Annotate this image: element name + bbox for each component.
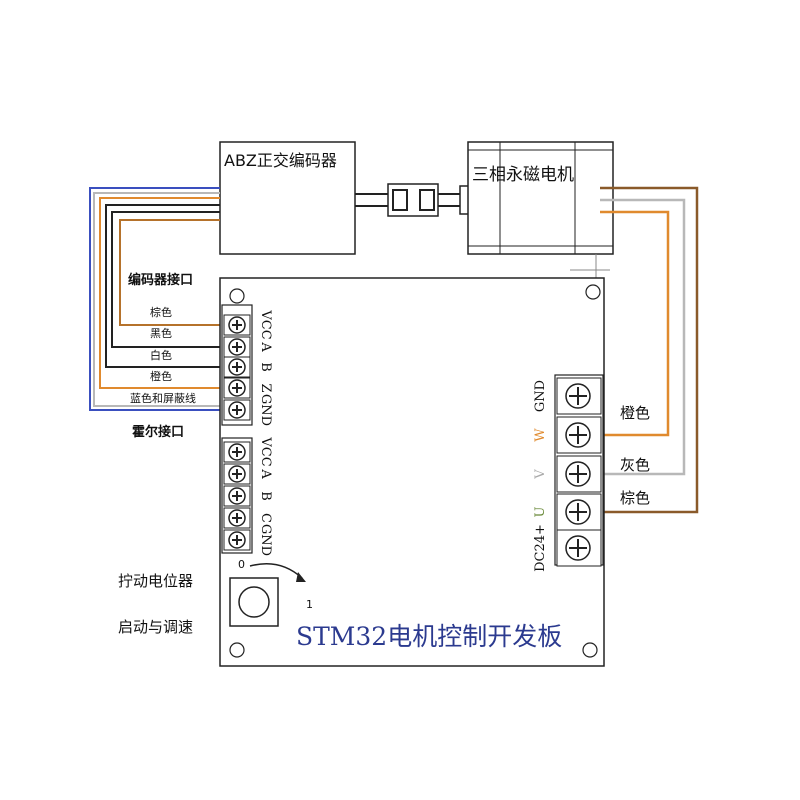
terminal-screw bbox=[565, 422, 591, 448]
terminal-screw bbox=[228, 338, 246, 356]
mount-hole bbox=[582, 642, 598, 658]
hall-pin-label: C bbox=[258, 513, 273, 523]
encoder-pin-label: GND bbox=[258, 394, 273, 426]
terminal-screw bbox=[228, 379, 246, 397]
encoder-wire-name: 蓝色和屏蔽线 bbox=[130, 391, 196, 405]
terminal-screw bbox=[228, 358, 246, 376]
mount-hole bbox=[229, 288, 245, 304]
terminal-screw bbox=[228, 465, 246, 483]
terminal-screw bbox=[228, 509, 246, 527]
motor-title: 三相永磁电机 bbox=[472, 165, 574, 185]
power-pin-label: DC24+ bbox=[533, 524, 548, 572]
hall-pin-label: VCC bbox=[258, 436, 273, 466]
control-board bbox=[219, 277, 605, 667]
encoder-title: ABZ正交编码器 bbox=[224, 151, 337, 170]
start-label: 启动与调速 bbox=[118, 618, 193, 636]
rotation-arrow-head bbox=[296, 572, 306, 582]
motor-wire-name: 灰色 bbox=[620, 456, 650, 474]
mount-hole bbox=[229, 642, 245, 658]
board-title: STM32电机控制开发板 bbox=[296, 622, 562, 651]
power-terminal-block bbox=[554, 374, 604, 567]
motor-cable bbox=[600, 186, 699, 514]
encoder-wire-name: 橙色 bbox=[150, 369, 172, 383]
potentiometer-knob[interactable] bbox=[238, 586, 270, 618]
hall-pin-label: GND bbox=[258, 524, 273, 556]
pot-one-mark: 1 bbox=[306, 598, 313, 611]
terminal-screw bbox=[565, 535, 591, 561]
hall-terminal-block bbox=[221, 437, 253, 554]
power-pin-label: W bbox=[533, 428, 548, 442]
encoder-port-label: 编码器接口 bbox=[128, 272, 193, 288]
encoder-pin-label: B bbox=[258, 362, 273, 372]
terminal-screw bbox=[228, 316, 246, 334]
terminal-screw bbox=[565, 383, 591, 409]
encoder-cable bbox=[89, 187, 252, 411]
encoder-box bbox=[219, 141, 356, 255]
encoder-pin-label: Z bbox=[258, 383, 273, 392]
terminal-screw bbox=[565, 499, 591, 525]
power-pin-label: U bbox=[533, 506, 548, 517]
terminal-screw bbox=[228, 401, 246, 419]
encoder-wire-name: 棕色 bbox=[150, 305, 172, 319]
motor-box bbox=[467, 141, 614, 255]
motor-wire-name: 棕色 bbox=[620, 489, 650, 507]
terminal-screw bbox=[565, 461, 591, 487]
terminal-screw bbox=[228, 487, 246, 505]
pot-zero-mark: 0 bbox=[238, 558, 245, 571]
power-pin-label: GND bbox=[533, 380, 548, 412]
terminal-screw bbox=[228, 531, 246, 549]
hall-pin-label: A bbox=[258, 468, 273, 479]
encoder-pin-label: A bbox=[258, 341, 273, 352]
encoder-terminal-block bbox=[221, 304, 253, 426]
terminal-screw bbox=[228, 443, 246, 461]
power-pin-labels: GND W V U DC24+ bbox=[533, 380, 548, 572]
hall-pin-label: B bbox=[258, 491, 273, 501]
power-pin-label: V bbox=[533, 469, 548, 480]
hall-port-label: 霍尔接口 bbox=[132, 424, 184, 440]
encoder-pin-labels: VCC AB Z GND bbox=[258, 309, 273, 426]
shaft-coupler bbox=[355, 183, 471, 217]
motor-wire-name: 橙色 bbox=[620, 404, 650, 422]
potentiometer-label: 拧动电位器 bbox=[118, 572, 193, 590]
encoder-wire-name: 白色 bbox=[150, 348, 172, 362]
encoder-pin-label: VCC bbox=[258, 309, 273, 339]
mount-hole bbox=[585, 284, 601, 300]
encoder-wire-name: 黑色 bbox=[150, 326, 172, 340]
